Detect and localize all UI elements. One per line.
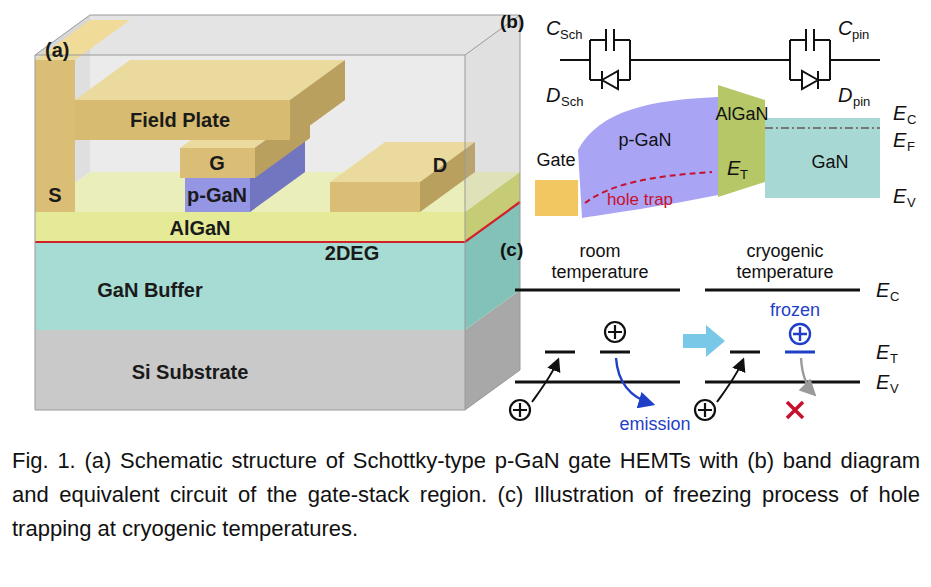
terminal-label: S: [48, 184, 61, 207]
terminal-label: D: [433, 154, 447, 177]
symbol-subscript: F: [907, 140, 915, 155]
part-label: G: [209, 152, 225, 175]
energy-level: E: [876, 371, 889, 394]
region-label: GaN: [811, 152, 848, 173]
energy-level: E: [727, 157, 740, 180]
part-label: Si Substrate: [132, 361, 249, 384]
symbol-subscript: C: [907, 113, 916, 128]
symbol-subscript: V: [890, 382, 899, 397]
energy-level: E: [893, 129, 906, 152]
symbol-subscript: Sch: [560, 28, 582, 43]
region-label: AlGaN: [715, 104, 768, 125]
band-diagram: [535, 85, 880, 218]
part-label: 2DEG: [325, 242, 379, 265]
energy-level: E: [876, 279, 889, 302]
process-label: emission: [619, 414, 690, 435]
part-label: Field Plate: [130, 109, 230, 132]
symbol-subscript: T: [740, 168, 748, 183]
component-symbol: C: [546, 17, 560, 40]
component-symbol: C: [838, 17, 852, 40]
region-label: Gate: [536, 150, 575, 171]
condition-label: room temperature: [535, 241, 665, 282]
condition-label: cryogenic temperature: [720, 241, 850, 282]
part-label: GaN Buffer: [97, 279, 203, 302]
region-label: p-GaN: [618, 130, 671, 151]
energy-level: E: [893, 185, 906, 208]
energy-level: E: [893, 102, 906, 125]
component-symbol: D: [838, 84, 852, 107]
symbol-subscript: Sch: [561, 95, 583, 110]
symbol-subscript: C: [890, 290, 899, 305]
equivalent-circuit: [560, 29, 880, 89]
panel-tag: (a): [45, 39, 69, 62]
component-symbol: D: [546, 84, 560, 107]
panel-tag: (b): [500, 11, 524, 33]
panel-tag: (c): [500, 239, 523, 261]
device-schematic: [35, 15, 520, 410]
energy-level: E: [876, 341, 889, 364]
part-label: AlGaN: [169, 217, 230, 240]
state-label: frozen: [770, 300, 820, 321]
symbol-subscript: T: [890, 352, 898, 367]
trapping-illustration: [510, 290, 860, 420]
symbol-subscript: V: [907, 196, 916, 211]
symbol-subscript: pin: [853, 95, 870, 110]
symbol-subscript: pin: [852, 28, 869, 43]
trap-label: hole trap: [607, 190, 673, 210]
figure-caption: Fig. 1. (a) Schematic structure of Schot…: [12, 444, 920, 546]
part-label: p-GaN: [187, 184, 247, 207]
